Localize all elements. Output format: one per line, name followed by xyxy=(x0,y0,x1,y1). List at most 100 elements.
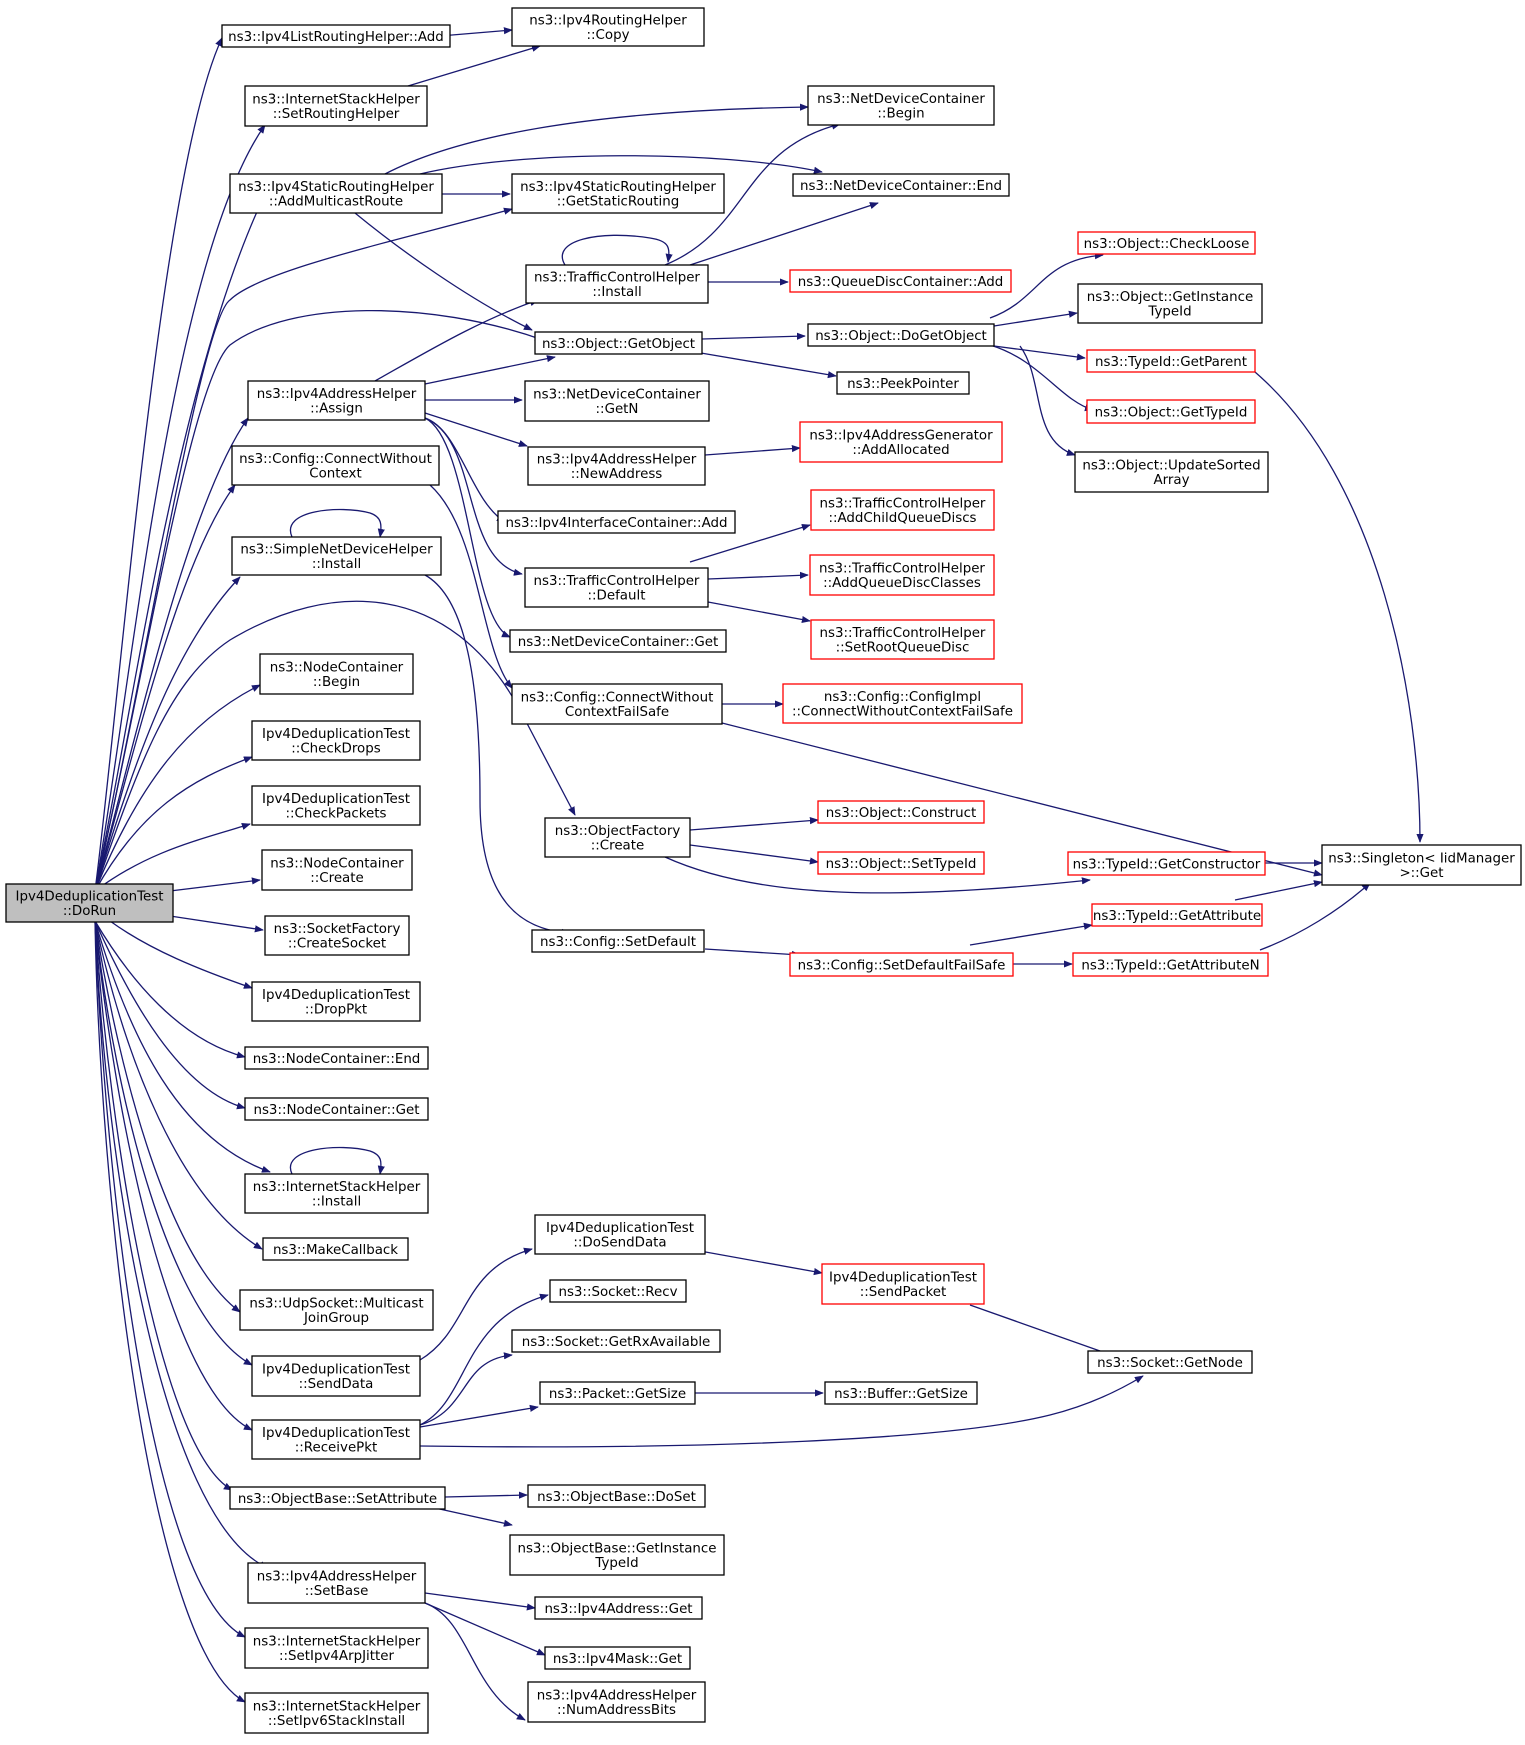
node-sock-gra[interactable]: ns3::Socket::GetRxAvailable xyxy=(511,1329,721,1353)
node-qdc-add[interactable]: ns3::QueueDiscContainer::Add xyxy=(789,269,1012,293)
node-label-line: ::Create xyxy=(310,871,364,886)
node-box xyxy=(229,1486,446,1510)
node-ndc-end[interactable]: ns3::NetDeviceContainer::End xyxy=(792,173,1010,197)
edge-root-idt_sd xyxy=(94,920,253,1366)
node-idt-dp[interactable]: Ipv4DeduplicationTest::DropPkt xyxy=(251,981,421,1022)
node-label-line: ::DropPkt xyxy=(305,1003,367,1018)
node-nc-end[interactable]: ns3::NodeContainer::End xyxy=(244,1046,429,1070)
node-mcb[interactable]: ns3::MakeCallback xyxy=(262,1237,409,1261)
node-rh-copy[interactable]: ns3::Ipv4RoutingHelper::Copy xyxy=(511,7,705,47)
node-obj-construct[interactable]: ns3::Object::Construct xyxy=(817,800,985,824)
node-label-line: ns3::Singleton< IidManager xyxy=(1328,852,1515,867)
node-cfg-sd[interactable]: ns3::Config::SetDefault xyxy=(531,929,705,953)
node-nc-begin[interactable]: ns3::NodeContainer::Begin xyxy=(259,653,414,695)
node-nc-create[interactable]: ns3::NodeContainer::Create xyxy=(261,849,413,891)
node-tch-install[interactable]: ns3::TrafficControlHelper::Install xyxy=(525,264,709,304)
node-aag-aa[interactable]: ns3::Ipv4AddressGenerator::AddAllocated xyxy=(799,421,1003,463)
node-label-line: ns3::Buffer::GetSize xyxy=(834,1387,968,1402)
node-sock-recv[interactable]: ns3::Socket::Recv xyxy=(549,1279,687,1303)
node-root[interactable]: Ipv4DeduplicationTest::DoRun xyxy=(5,883,174,923)
node-idt-sp[interactable]: Ipv4DeduplicationTest::SendPacket xyxy=(821,1263,985,1305)
node-tch-acqd[interactable]: ns3::TrafficControlHelper::AddChildQueue… xyxy=(810,489,995,531)
node-label-line: ::AddQueueDiscClasses xyxy=(823,576,981,591)
node-label-line: ::DoRun xyxy=(63,904,116,919)
node-sndh-install[interactable]: ns3::SimpleNetDeviceHelper::Install xyxy=(231,536,442,576)
node-tid-gan[interactable]: ns3::TypeId::GetAttributeN xyxy=(1072,952,1269,977)
node-tid-gp[interactable]: ns3::TypeId::GetParent xyxy=(1086,349,1256,373)
node-sock-gn[interactable]: ns3::Socket::GetNode xyxy=(1087,1350,1253,1374)
node-idt-cd[interactable]: Ipv4DeduplicationTest::CheckDrops xyxy=(251,720,421,761)
node-aah-assign[interactable]: ns3::Ipv4AddressHelper::Assign xyxy=(247,380,426,421)
node-lrh-add[interactable]: ns3::Ipv4ListRoutingHelper::Add xyxy=(221,24,451,48)
node-of-create[interactable]: ns3::ObjectFactory::Create xyxy=(544,817,691,858)
node-ish-setrh[interactable]: ns3::InternetStackHelper::SetRoutingHelp… xyxy=(244,85,428,127)
node-idt-rp[interactable]: Ipv4DeduplicationTest::ReceivePkt xyxy=(251,1419,421,1460)
node-srh-amr[interactable]: ns3::Ipv4StaticRoutingHelper::AddMultica… xyxy=(229,173,443,214)
node-aah-na[interactable]: ns3::Ipv4AddressHelper::NewAddress xyxy=(527,446,706,486)
node-ob-sa[interactable]: ns3::ObjectBase::SetAttribute xyxy=(229,1486,446,1510)
node-box xyxy=(251,981,421,1022)
edge-obj_dgo-obj_git xyxy=(993,310,1078,327)
node-label-line: ns3::Ipv4StaticRoutingHelper xyxy=(238,180,434,195)
node-obj-dgo[interactable]: ns3::Object::DoGetObject xyxy=(807,323,995,347)
node-ndc-begin[interactable]: ns3::NetDeviceContainer::Begin xyxy=(807,85,995,126)
node-obj-gti[interactable]: ns3::Object::GetTypeId xyxy=(1086,399,1256,424)
edge-ish_install-self xyxy=(289,1146,385,1175)
node-pkt-gs[interactable]: ns3::Packet::GetSize xyxy=(539,1381,696,1405)
node-ish-install[interactable]: ns3::InternetStackHelper::Install xyxy=(244,1173,429,1214)
node-iic-add[interactable]: ns3::Ipv4InterfaceContainer::Add xyxy=(497,510,736,534)
edge-sndh_install-self xyxy=(289,508,385,538)
node-ob-ds[interactable]: ns3::ObjectBase::DoSet xyxy=(527,1484,706,1508)
node-tid-ga[interactable]: ns3::TypeId::GetAttribute xyxy=(1091,903,1263,927)
node-cfg-sdfs[interactable]: ns3::Config::SetDefaultFailSafe xyxy=(789,952,1014,977)
node-label-line: ns3::Config::SetDefaultFailSafe xyxy=(798,958,1006,973)
node-sf-cs[interactable]: ns3::SocketFactory::CreateSocket xyxy=(264,915,410,956)
node-cfg-cwc[interactable]: ns3::Config::ConnectWithoutContext xyxy=(231,445,440,486)
node-tid-gc[interactable]: ns3::TypeId::GetConstructor xyxy=(1067,851,1266,876)
node-label-line: Ipv4DeduplicationTest xyxy=(262,792,410,807)
node-srh-gsr[interactable]: ns3::Ipv4StaticRoutingHelper::GetStaticR… xyxy=(511,173,725,214)
node-obj-go[interactable]: ns3::Object::GetObject xyxy=(534,331,703,355)
node-mask-get[interactable]: ns3::Ipv4Mask::Get xyxy=(544,1646,691,1670)
node-addr-get[interactable]: ns3::Ipv4Address::Get xyxy=(534,1596,703,1620)
node-idt-cp[interactable]: Ipv4DeduplicationTest::CheckPackets xyxy=(251,785,421,826)
node-label-line: ns3::Object::GetTypeId xyxy=(1095,405,1248,420)
node-box xyxy=(239,1289,434,1331)
node-box xyxy=(821,1263,985,1305)
node-tch-aqdc[interactable]: ns3::TrafficControlHelper::AddQueueDiscC… xyxy=(809,554,995,596)
edge-root-ish_sajit xyxy=(94,920,246,1638)
node-singleton[interactable]: ns3::Singleton< IidManager>::Get xyxy=(1321,844,1522,886)
edge-srh_amr-ndc_end xyxy=(419,155,823,175)
node-ish-s6si[interactable]: ns3::InternetStackHelper::SetIpv6StackIn… xyxy=(244,1692,429,1734)
node-nc-get[interactable]: ns3::NodeContainer::Get xyxy=(244,1097,429,1121)
node-label-line: ::ReceivePkt xyxy=(295,1441,378,1456)
node-aah-sb[interactable]: ns3::Ipv4AddressHelper::SetBase xyxy=(247,1562,426,1604)
node-cfg-cwcfs[interactable]: ns3::Config::ConnectWithoutContextFailSa… xyxy=(511,683,723,725)
node-obj-sti[interactable]: ns3::Object::SetTypeId xyxy=(817,851,985,875)
node-box xyxy=(1077,231,1256,255)
node-label-line: ::SetIpv6StackInstall xyxy=(268,1714,405,1729)
node-idt-sd[interactable]: Ipv4DeduplicationTest::SendData xyxy=(251,1355,421,1397)
node-obj-cl[interactable]: ns3::Object::CheckLoose xyxy=(1077,231,1256,255)
node-label-line: ns3::ObjectBase::SetAttribute xyxy=(238,1492,437,1507)
edge-aah_assign-tch_install xyxy=(374,299,539,382)
node-label-line: ns3::NetDeviceContainer xyxy=(817,92,985,107)
edge-aah_na-aag_aa xyxy=(704,445,801,456)
node-ndc-getn[interactable]: ns3::NetDeviceContainer::GetN xyxy=(524,380,710,422)
node-ish-sajit[interactable]: ns3::InternetStackHelper::SetIpv4ArpJitt… xyxy=(244,1627,429,1669)
node-ndc-get[interactable]: ns3::NetDeviceContainer::Get xyxy=(509,629,727,653)
edge-root-idt_rp xyxy=(94,920,253,1431)
node-label-line: ns3::Ipv4AddressHelper xyxy=(257,1570,417,1585)
node-peek[interactable]: ns3::PeekPointer xyxy=(836,371,970,395)
node-aah-nab[interactable]: ns3::Ipv4AddressHelper::NumAddressBits xyxy=(527,1681,706,1723)
node-cfgi-cwcfs[interactable]: ns3::Config::ConfigImpl::ConnectWithoutC… xyxy=(782,683,1023,724)
node-buf-gs[interactable]: ns3::Buffer::GetSize xyxy=(824,1381,978,1405)
node-label-line: ns3::Ipv4Mask::Get xyxy=(553,1652,682,1667)
node-tch-srqd[interactable]: ns3::TrafficControlHelper::SetRootQueueD… xyxy=(810,619,995,660)
node-tch-default[interactable]: ns3::TrafficControlHelper::Default xyxy=(524,567,709,608)
node-idt-dsd[interactable]: Ipv4DeduplicationTest::DoSendData xyxy=(534,1214,706,1255)
